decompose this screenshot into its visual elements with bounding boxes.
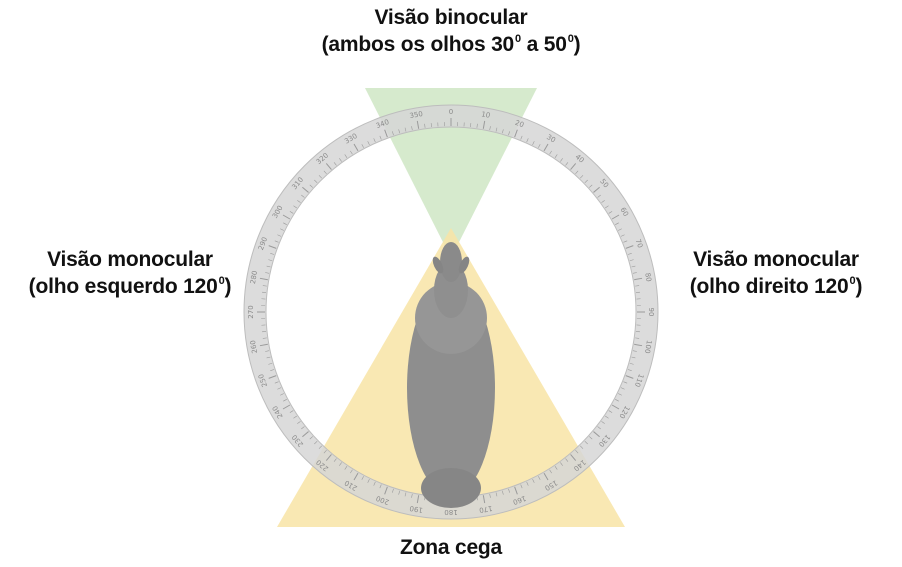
binocular-vision-label: Visão binocular (ambos os olhos 300 a 50… — [301, 4, 601, 58]
right-monocular-vision-label: Visão monocular (olho direito 1200) — [650, 246, 902, 300]
binocular-vision-detail: (ambos os olhos 300 a 500) — [301, 31, 601, 58]
animal-rump — [421, 468, 481, 508]
binocular-detail-suffix: ) — [574, 33, 581, 56]
right-detail-suffix: ) — [855, 275, 862, 298]
tick-label: 270 — [247, 305, 255, 318]
left-monocular-vision-label: Visão monocular (olho esquerdo 1200) — [0, 246, 260, 300]
tick-label: 180 — [444, 508, 457, 516]
right-monocular-detail: (olho direito 1200) — [650, 273, 902, 300]
left-monocular-detail: (olho esquerdo 1200) — [0, 273, 260, 300]
tick-label: 0 — [449, 108, 453, 116]
left-detail-prefix: (olho esquerdo 120 — [29, 275, 218, 298]
left-monocular-title: Visão monocular — [0, 246, 260, 273]
binocular-vision-title: Visão binocular — [301, 4, 601, 31]
blind-zone-label: Zona cega — [351, 534, 551, 561]
right-detail-prefix: (olho direito 120 — [690, 275, 849, 298]
animal-head — [440, 242, 462, 282]
right-monocular-title: Visão monocular — [650, 246, 902, 273]
tick-label: 10 — [481, 110, 491, 119]
tick-label: 90 — [647, 308, 655, 317]
left-detail-suffix: ) — [225, 275, 232, 298]
blind-zone-title: Zona cega — [351, 534, 551, 561]
binocular-detail-prefix: (ambos os olhos 30 — [322, 33, 514, 56]
binocular-detail-mid: a 50 — [521, 33, 567, 56]
